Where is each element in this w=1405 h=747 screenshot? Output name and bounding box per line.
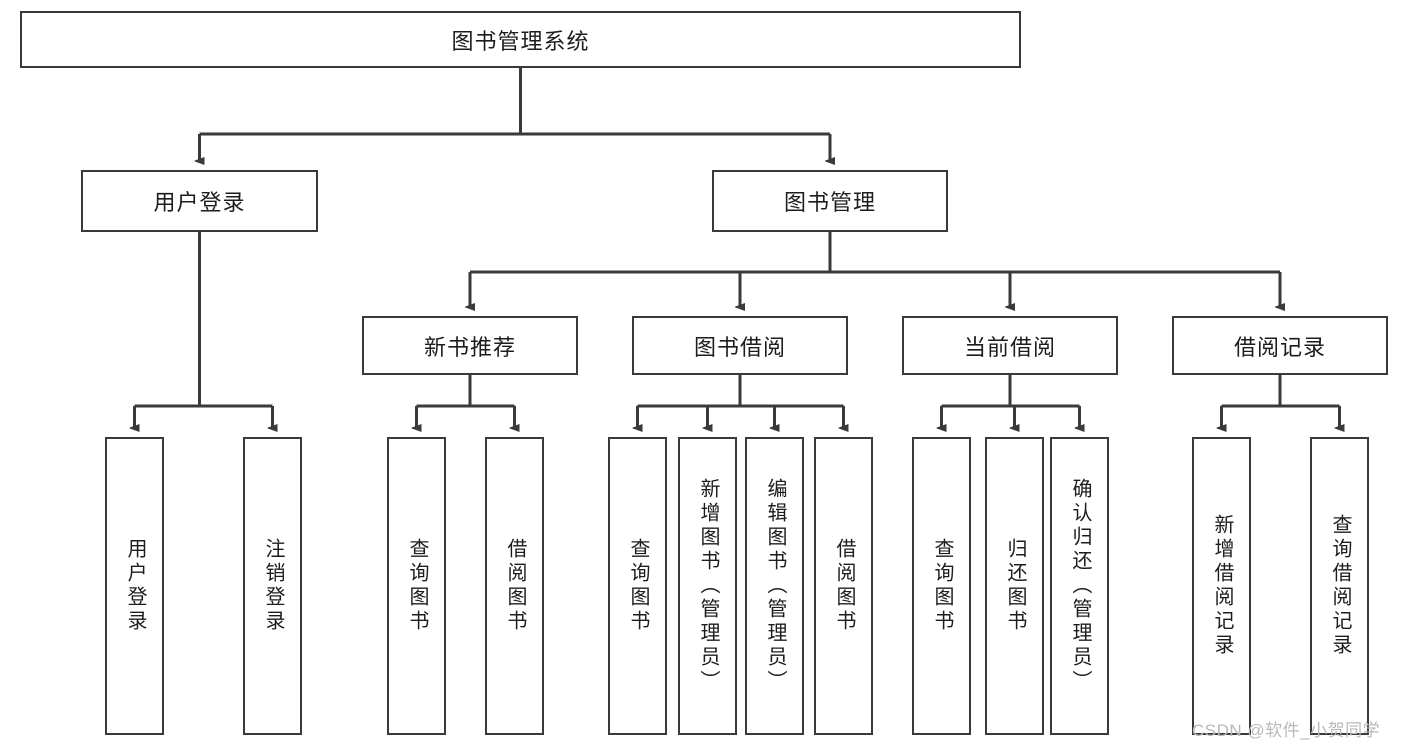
node-leaf-query-book-rec[interactable]: 查询图书	[387, 437, 446, 735]
node-leaf-confirm-return[interactable]: 确认归还（管理员）	[1050, 437, 1109, 735]
node-leaf-edit-book[interactable]: 编辑图书（管理员）	[745, 437, 804, 735]
node-leaf-query-record[interactable]: 查询借阅记录	[1310, 437, 1369, 735]
node-leaf-return-book[interactable]: 归还图书	[985, 437, 1044, 735]
node-leaf-borrow-book[interactable]: 借阅图书	[814, 437, 873, 735]
node-label: 用户登录	[124, 538, 146, 634]
node-label: 图书管理系统	[451, 28, 590, 54]
node-book-borrow[interactable]: 图书借阅	[632, 316, 848, 375]
node-label: 新书推荐	[423, 334, 516, 360]
node-leaf-logout[interactable]: 注销登录	[243, 437, 302, 735]
watermark: CSDN @软件_小贺同学	[1192, 721, 1381, 740]
node-label: 图书借阅	[693, 334, 786, 360]
node-user-login[interactable]: 用户登录	[81, 170, 318, 232]
node-leaf-add-record[interactable]: 新增借阅记录	[1192, 437, 1251, 735]
node-label: 新增借阅记录	[1211, 514, 1233, 658]
node-label: 查询图书	[627, 538, 649, 634]
node-label: 编辑图书（管理员）	[764, 478, 786, 694]
node-label: 确认归还（管理员）	[1069, 478, 1091, 694]
node-label: 查询图书	[406, 538, 428, 634]
node-leaf-user-login[interactable]: 用户登录	[105, 437, 164, 735]
node-leaf-add-book[interactable]: 新增图书（管理员）	[678, 437, 737, 735]
node-label: 注销登录	[262, 538, 284, 634]
node-borrow-record[interactable]: 借阅记录	[1172, 316, 1388, 375]
node-label: 借阅图书	[504, 538, 526, 634]
node-label: 借阅记录	[1233, 334, 1326, 360]
node-label: 用户登录	[153, 190, 246, 215]
node-label: 借阅图书	[833, 538, 855, 634]
node-label: 查询借阅记录	[1329, 514, 1351, 658]
node-leaf-query-book-borrow[interactable]: 查询图书	[608, 437, 667, 735]
node-root[interactable]: 图书管理系统	[20, 11, 1021, 68]
node-book-manage[interactable]: 图书管理	[712, 170, 948, 232]
node-label: 新增图书（管理员）	[697, 478, 719, 694]
node-leaf-borrow-book-rec[interactable]: 借阅图书	[485, 437, 544, 735]
node-leaf-query-book-cur[interactable]: 查询图书	[912, 437, 971, 735]
node-label: 图书管理	[783, 190, 876, 215]
node-label: 当前借阅	[963, 334, 1056, 360]
node-new-book-rec[interactable]: 新书推荐	[362, 316, 578, 375]
node-label: 查询图书	[931, 538, 953, 634]
node-label: 归还图书	[1004, 538, 1026, 634]
node-current-borrow[interactable]: 当前借阅	[902, 316, 1118, 375]
